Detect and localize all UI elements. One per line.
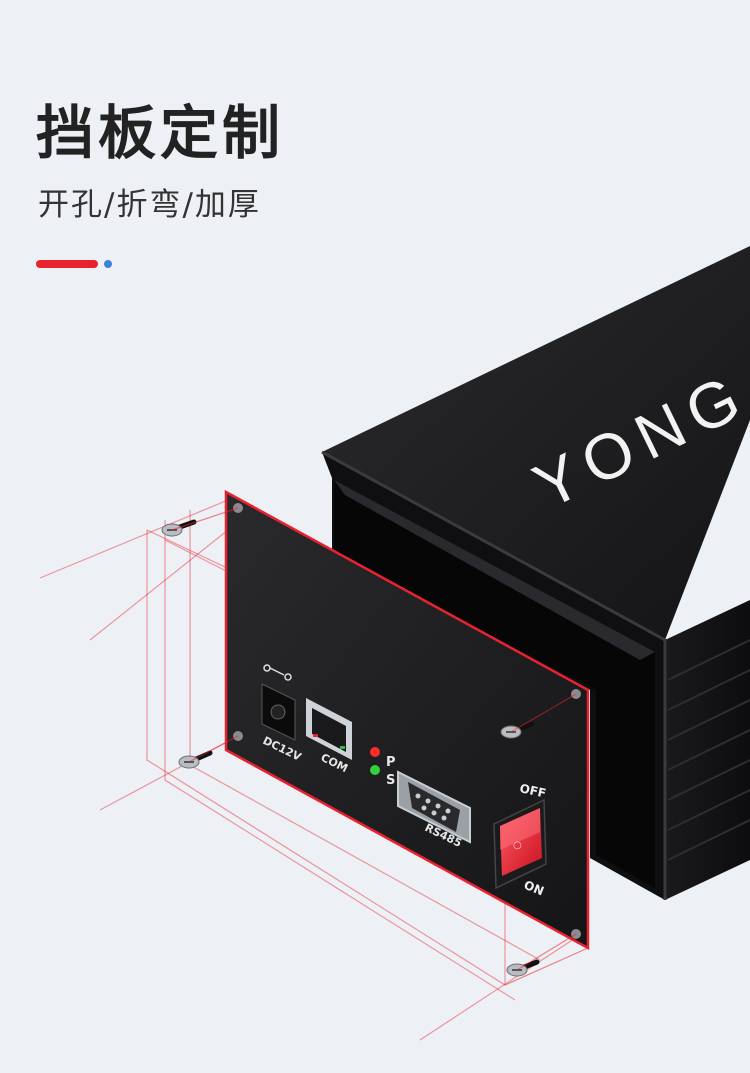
projection-lines-front (171, 507, 589, 986)
switch-off-label: OFF (518, 781, 547, 800)
power-switch: OFF ○ ON (493, 781, 547, 898)
led-status-label: S (386, 773, 395, 788)
status-leds: P S (370, 747, 396, 788)
page-title: 挡板定制 (36, 99, 285, 167)
svg-text:○: ○ (513, 840, 522, 851)
screw-bottom-right (506, 959, 540, 977)
accent-bar (36, 260, 98, 268)
page-subtitle: 开孔/折弯/加厚 (38, 187, 261, 223)
accent-dot (104, 260, 112, 268)
enclosure (321, 246, 750, 900)
led-power-label: P (386, 755, 396, 770)
screw-bottom-left (178, 750, 213, 769)
dc-power-jack: DC12V (261, 664, 304, 764)
